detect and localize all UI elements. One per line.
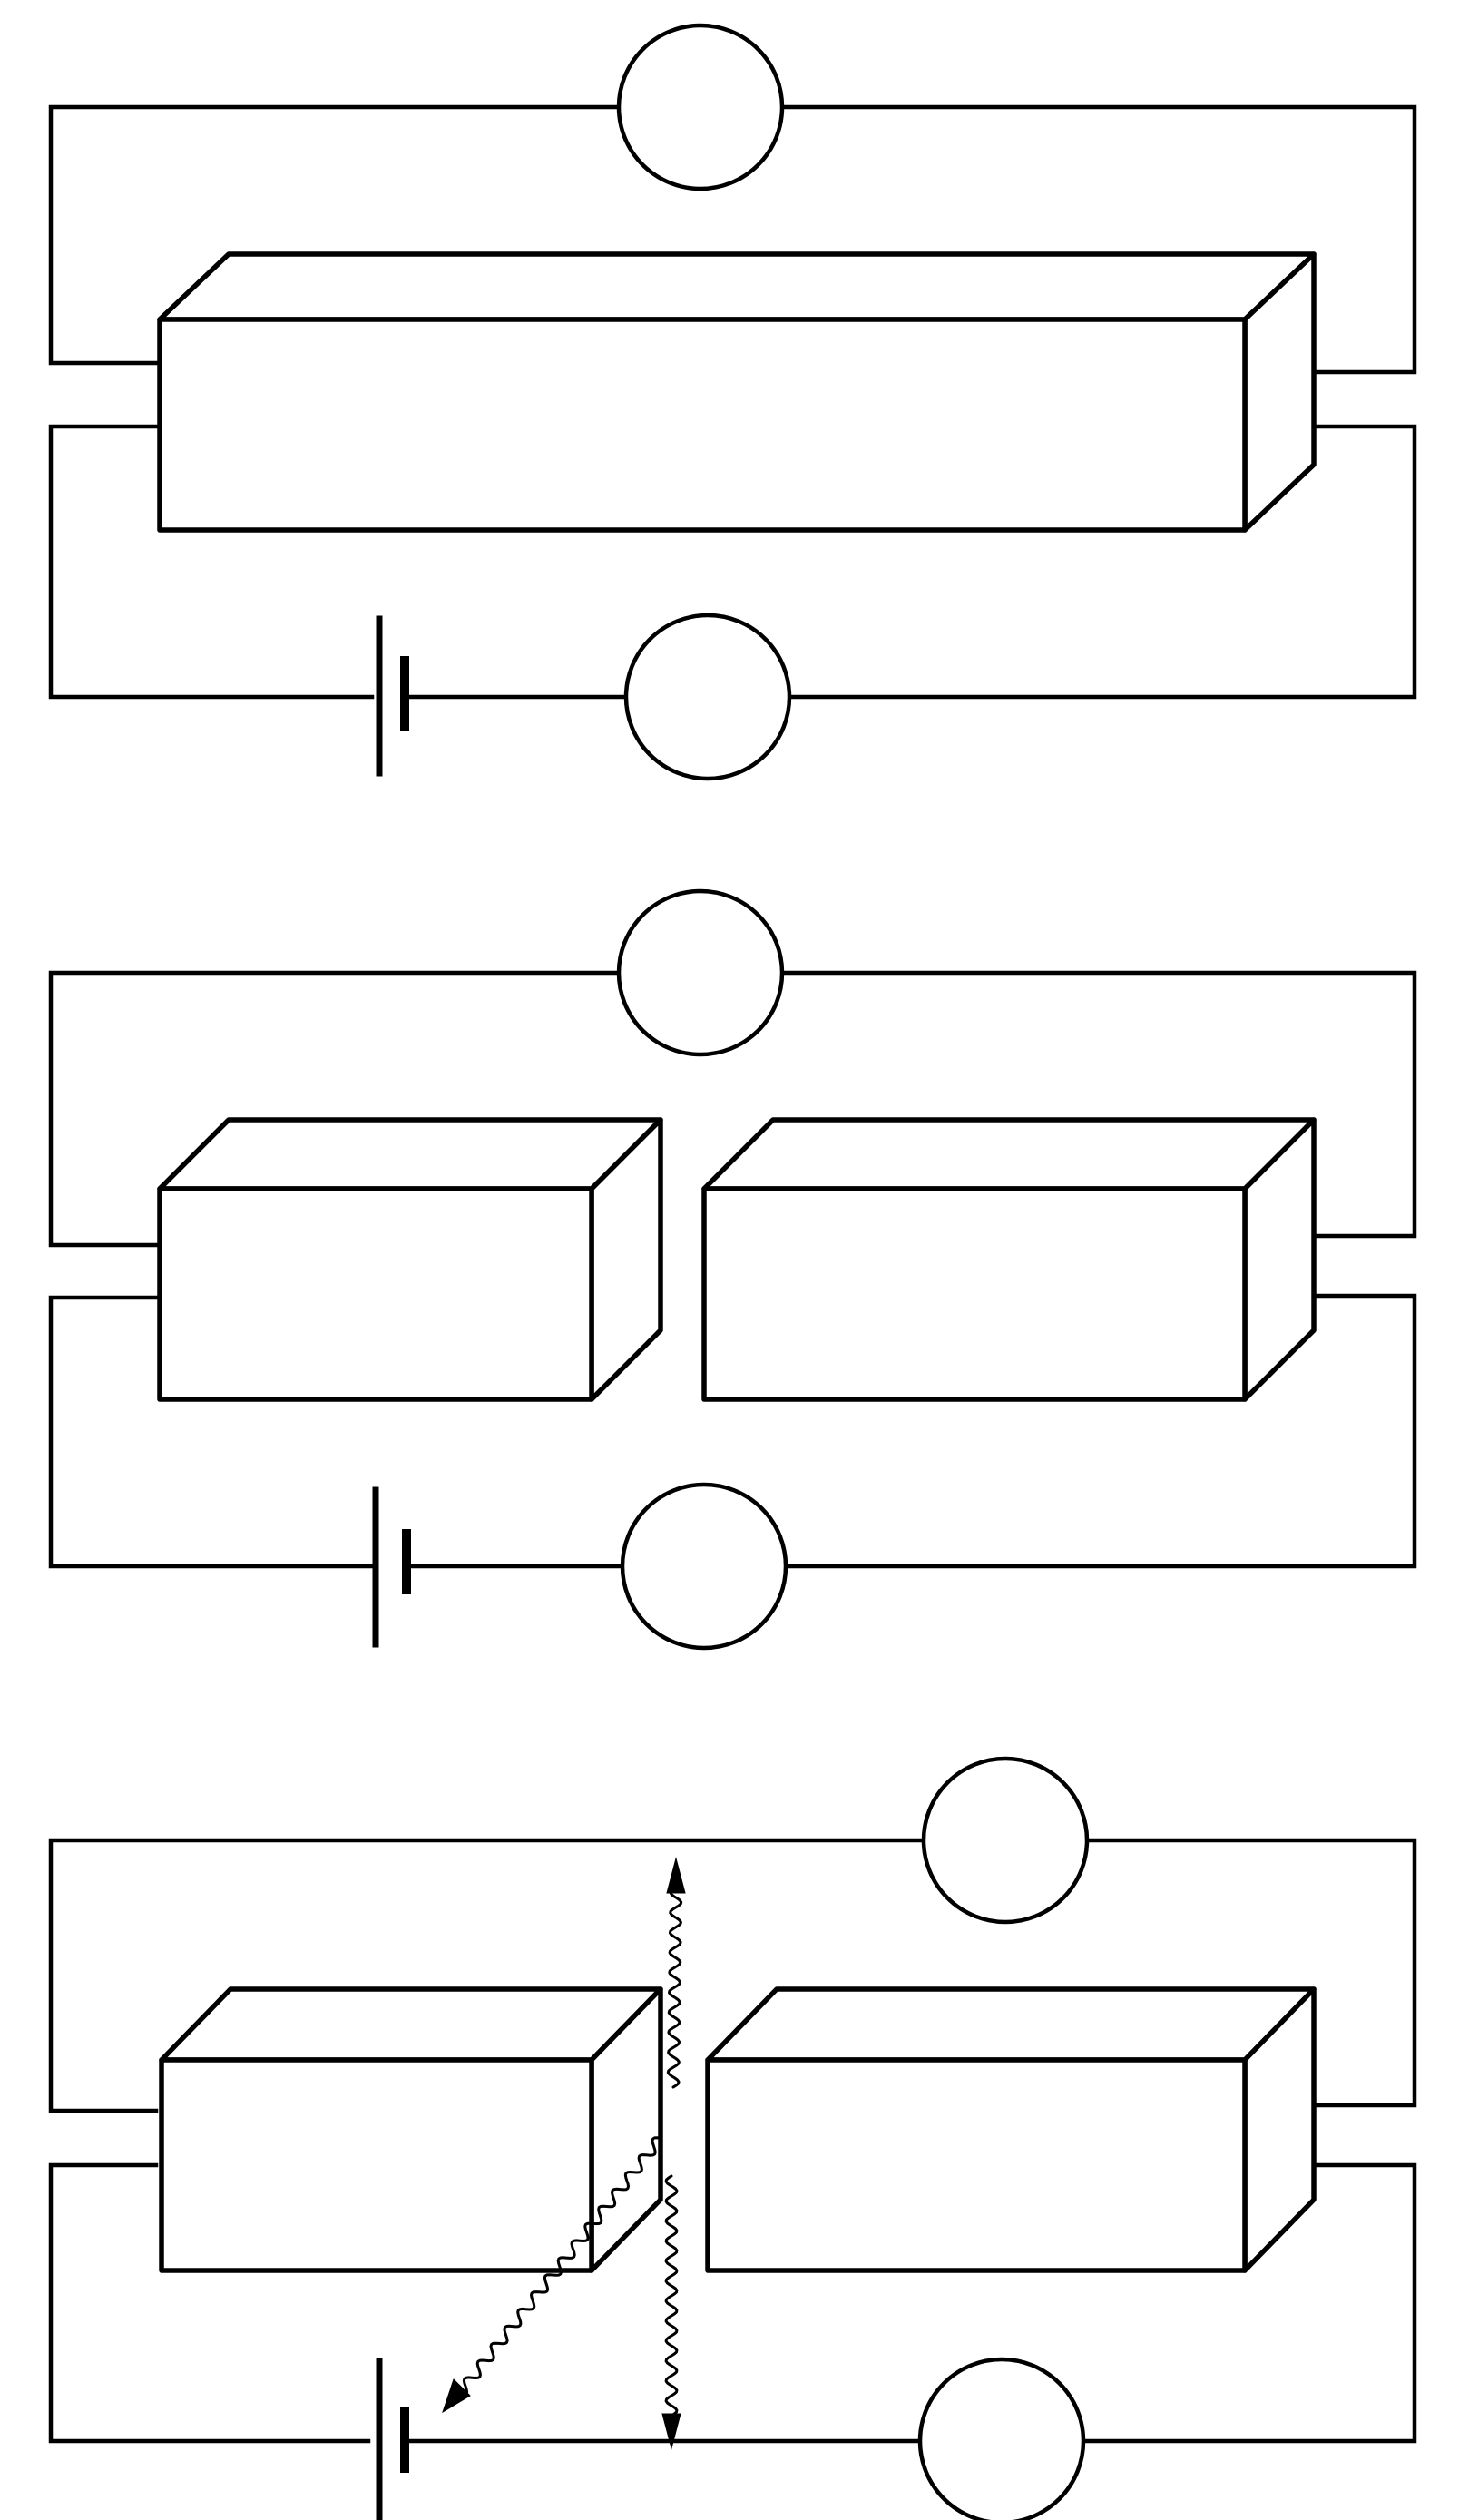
meter-top (616, 888, 785, 1057)
wavy-arrow-diagonal (462, 2136, 662, 2397)
panel-2-wires (48, 970, 1417, 1569)
bar-right (701, 1117, 1317, 1402)
meter-bottom (917, 2357, 1086, 2520)
wavy-arrows (442, 1857, 686, 2450)
panel-1-wires (48, 104, 1417, 700)
meter-bottom (623, 613, 792, 781)
bar-front-face (157, 317, 1248, 533)
panel-3 (48, 1756, 1417, 2520)
panel-2 (48, 888, 1417, 1651)
meter-bottom (620, 1482, 788, 1651)
bar-left (157, 1117, 663, 1402)
panel-3-wires (48, 1838, 1417, 2444)
arrowhead-diagonal (442, 2378, 471, 2414)
battery (376, 615, 409, 777)
battery (372, 1486, 411, 1648)
arrowhead-down (661, 2413, 681, 2450)
meter-top (616, 23, 785, 191)
wavy-arrow-up (666, 1886, 683, 2089)
bar-left (159, 1986, 663, 2273)
bar-top-face (157, 251, 1317, 322)
panel-1-bar (157, 251, 1317, 533)
wavy-arrow-down (664, 2174, 679, 2419)
battery (376, 2358, 409, 2520)
arrowhead-up (666, 1857, 686, 1894)
bar-right (705, 1986, 1317, 2273)
panel-1 (48, 23, 1417, 781)
meter-top (921, 1756, 1090, 1925)
